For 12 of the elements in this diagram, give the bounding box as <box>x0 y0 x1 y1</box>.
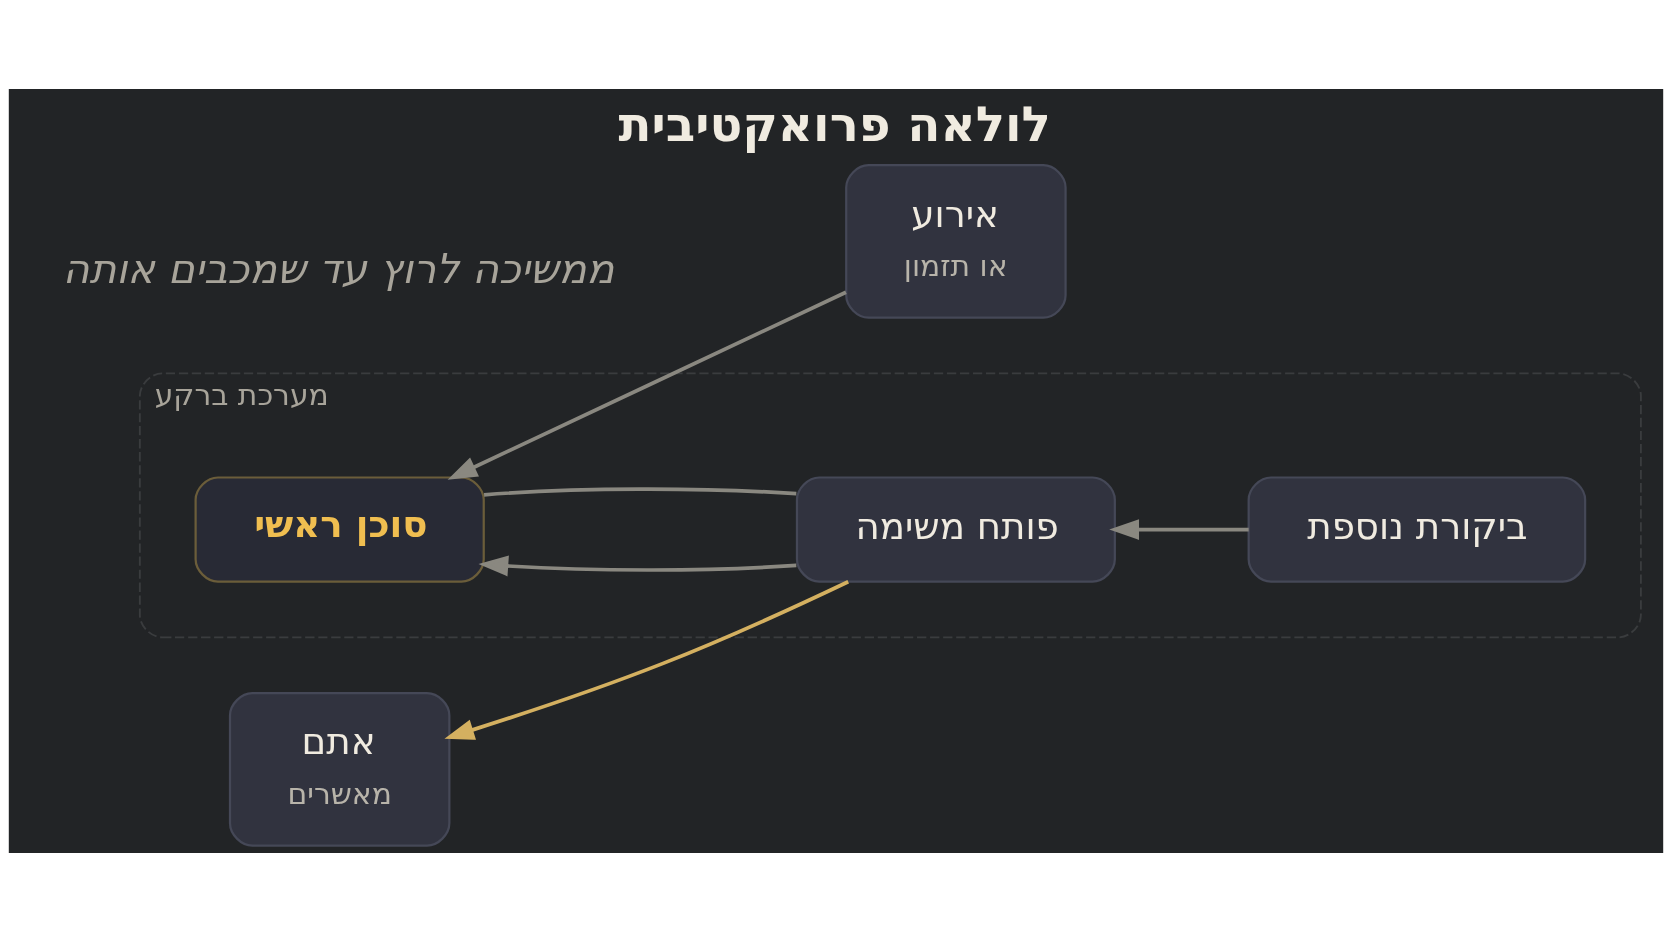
node-box: אירוע או תזמון <box>845 163 1067 319</box>
arrow <box>444 579 849 740</box>
arrow <box>1109 518 1249 540</box>
caption: ממשיכה לרוץ עד שמכבים אותה <box>62 244 615 293</box>
node-box: אתם מאשרים <box>228 691 451 847</box>
node-box: ביקורת נוספת <box>1247 475 1587 583</box>
diagram-title: לולאה פרואקטיבית <box>618 95 1051 152</box>
connector <box>483 486 797 497</box>
arrow <box>447 290 847 480</box>
node-box: פותח משימה <box>795 475 1116 583</box>
arrow <box>478 555 797 576</box>
node-box: סוכן ראשי <box>194 475 485 583</box>
